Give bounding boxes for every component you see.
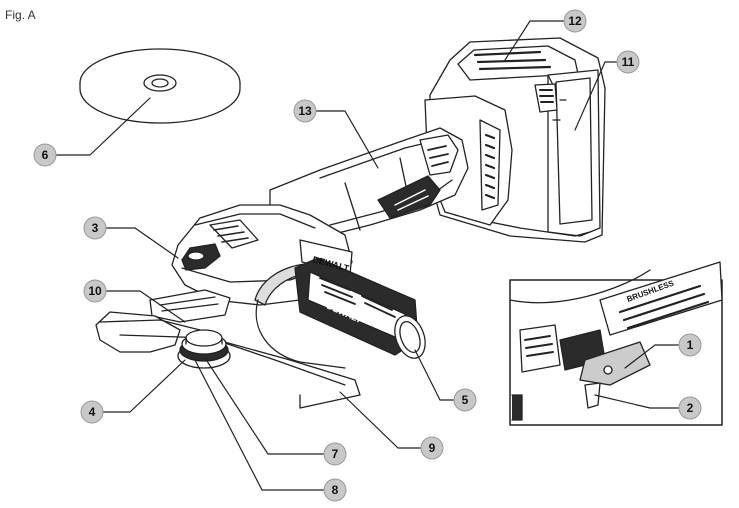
callout-13: 13 xyxy=(293,99,317,123)
flange-assembly xyxy=(177,329,231,369)
grinding-wheel xyxy=(79,48,241,124)
svg-text:5: 5 xyxy=(462,393,469,407)
callout-4: 4 xyxy=(80,400,104,424)
callout-8: 8 xyxy=(323,478,347,502)
callout-5: 5 xyxy=(453,388,477,412)
svg-text:8: 8 xyxy=(332,483,339,497)
callout-11: 11 xyxy=(616,50,640,74)
motor-handle xyxy=(269,127,469,239)
callout-1: 1 xyxy=(678,333,702,357)
callout-10: 10 xyxy=(83,279,107,303)
svg-text:4: 4 xyxy=(89,405,96,419)
svg-text:10: 10 xyxy=(88,284,102,298)
callout-6: 6 xyxy=(33,143,57,167)
svg-text:2: 2 xyxy=(687,401,694,415)
svg-text:12: 12 xyxy=(568,14,582,28)
callout-7: 7 xyxy=(323,442,347,466)
callout-9: 9 xyxy=(420,436,444,460)
svg-text:13: 13 xyxy=(298,104,312,118)
side-handle xyxy=(294,257,426,359)
svg-text:9: 9 xyxy=(429,441,436,455)
svg-text:1: 1 xyxy=(687,338,694,352)
figure-label: Fig. A xyxy=(5,8,36,22)
svg-text:3: 3 xyxy=(92,221,99,235)
svg-text:7: 7 xyxy=(332,447,339,461)
callout-12: 12 xyxy=(563,9,587,33)
svg-text:6: 6 xyxy=(42,148,49,162)
svg-text:11: 11 xyxy=(622,55,635,69)
wheel-guard xyxy=(95,262,361,409)
callout-2: 2 xyxy=(678,396,702,420)
callout-3: 3 xyxy=(83,216,107,240)
